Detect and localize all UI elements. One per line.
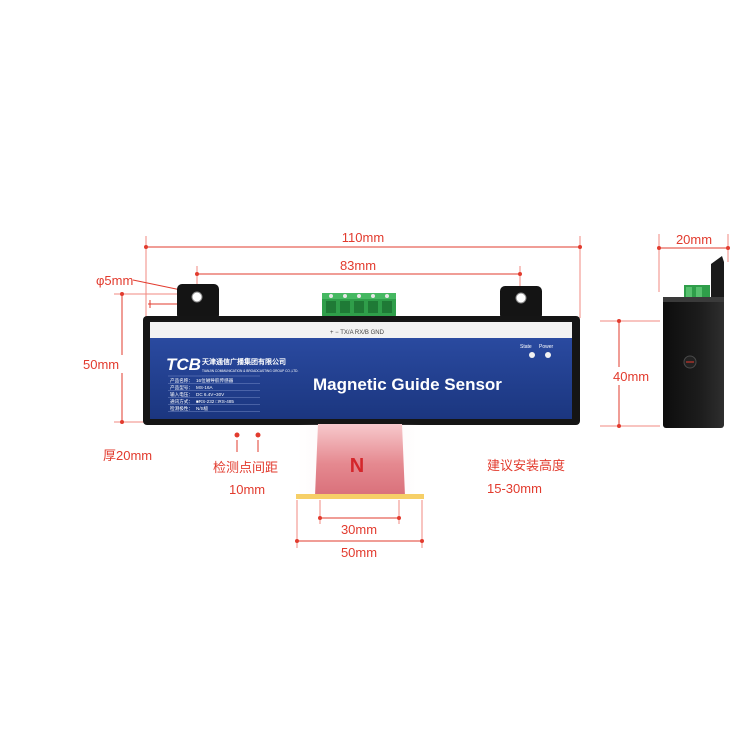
dimension-overall-width: 110mm	[144, 230, 582, 318]
thickness-label: 厚20mm	[103, 448, 152, 463]
mount-hole-right	[515, 292, 527, 304]
side-width-label: 20mm	[676, 232, 712, 247]
body-height-label: 50mm	[83, 357, 119, 372]
spec-value: MS-16A	[196, 385, 214, 390]
product-title: Magnetic Guide Sensor	[313, 375, 502, 394]
top-label-strip	[150, 322, 572, 338]
detection-spacing: 检测点间距 10mm	[213, 432, 278, 497]
spec-key: 输入电压：	[170, 391, 193, 398]
spec-value: DC 6.4V~30V	[196, 392, 225, 397]
install-height-label: 建议安装高度	[487, 458, 565, 473]
terminal-block	[322, 293, 396, 317]
detection-spacing-value: 10mm	[229, 482, 265, 497]
magnet-base	[296, 494, 424, 499]
overall-width-label: 110mm	[342, 230, 384, 245]
dimension-hole-spacing: 83mm	[195, 258, 522, 300]
spec-key: 产品型号：	[170, 384, 193, 391]
led-state-indicator	[529, 352, 535, 358]
hole-diameter-label: φ5mm	[96, 273, 133, 288]
led-power-indicator	[545, 352, 551, 358]
spec-key: 产品名称：	[170, 377, 193, 384]
terminal-labels: + − TX/A RX/B GND	[330, 330, 385, 336]
spec-value: 16位磁导航传感器	[196, 377, 234, 384]
magnet-pole-label: N	[350, 455, 364, 477]
magnet-inner-label: 30mm	[341, 522, 377, 537]
magnet-outer-label: 50mm	[341, 545, 377, 560]
dimension-body-height: 50mm	[82, 292, 183, 424]
spec-key: 检测极性：	[170, 405, 193, 412]
dimension-magnet-inner: 30mm	[318, 500, 401, 537]
spec-key: 通讯方式：	[170, 398, 193, 405]
detection-point-marker	[234, 432, 240, 438]
dimension-magnet-outer: 50mm	[295, 500, 424, 560]
mount-tab-right	[500, 286, 542, 320]
spec-value: N/S极	[196, 405, 209, 412]
company-name-cn: 天津通信广播集团有限公司	[202, 357, 286, 366]
led-state-label: State	[520, 344, 532, 350]
spec-list: 产品名称： 16位磁导航传感器 产品型号： MS-16A 输入电压： DC 6.…	[170, 377, 234, 412]
install-height-value: 15-30mm	[487, 481, 542, 496]
sensor-front-view: + − TX/A RX/B GND TCB 天津通信广播集团有限公司 TIANJ…	[143, 284, 580, 425]
led-power-label: Power	[539, 344, 554, 350]
tcb-logo: TCB	[166, 355, 201, 374]
side-height-label: 40mm	[613, 369, 649, 384]
company-name-en: TIANJIN COMMUNICATION & BROADCASTING GRO…	[202, 369, 298, 373]
spec-value: ■RS-232 □RS-485	[196, 399, 234, 404]
magnet-strip: N	[296, 424, 424, 499]
dimension-hole-diameter: φ5mm	[96, 273, 183, 308]
detection-spacing-label: 检测点间距	[213, 460, 278, 475]
side-bracket	[711, 256, 724, 300]
mount-tab-left	[177, 284, 219, 320]
detection-point-marker	[255, 432, 261, 438]
hole-spacing-label: 83mm	[340, 258, 376, 273]
mount-hole-left	[191, 291, 203, 303]
front-panel	[150, 338, 572, 419]
side-view: 20mm 40mm	[600, 232, 730, 428]
